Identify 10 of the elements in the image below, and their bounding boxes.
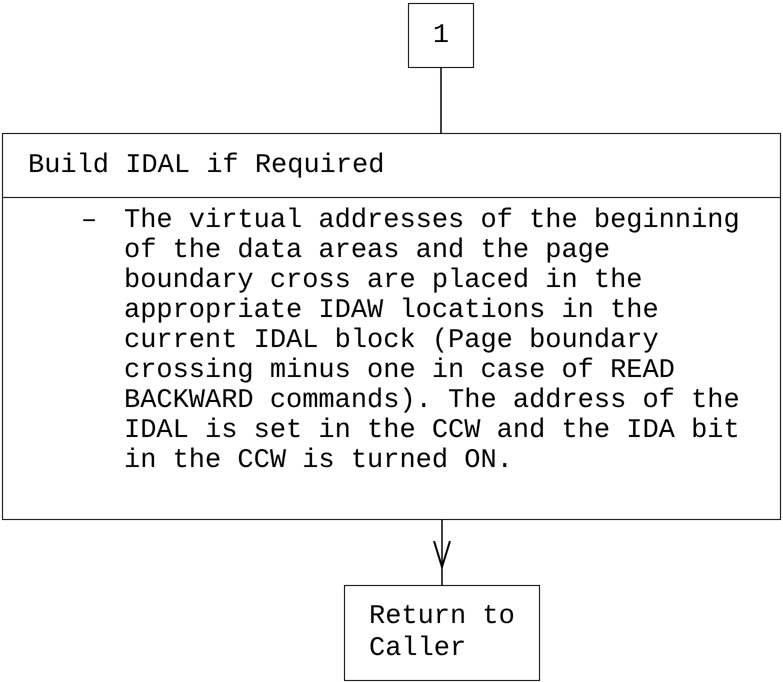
arrow [433,520,451,585]
connector-number: 1 [432,20,450,50]
process-description: The virtual addresses of the beginning of the data areas and the page boundary cross are placed in the appropriate IDAW locations in the current IDAL block (Page boundary crossing minus one in case of READ BACKWARD commands). The address of the IDAL is set in the CCW and the IDA bit in the CCW is turned ON. [124,206,741,476]
terminal-box [344,585,540,681]
connector-box [408,3,474,68]
process-title: Build IDAL if Required [28,150,384,180]
process-box [2,133,781,520]
connector-line [440,68,442,133]
terminal-label: Return to Caller [369,601,516,665]
bullet-dash: – [81,206,98,236]
